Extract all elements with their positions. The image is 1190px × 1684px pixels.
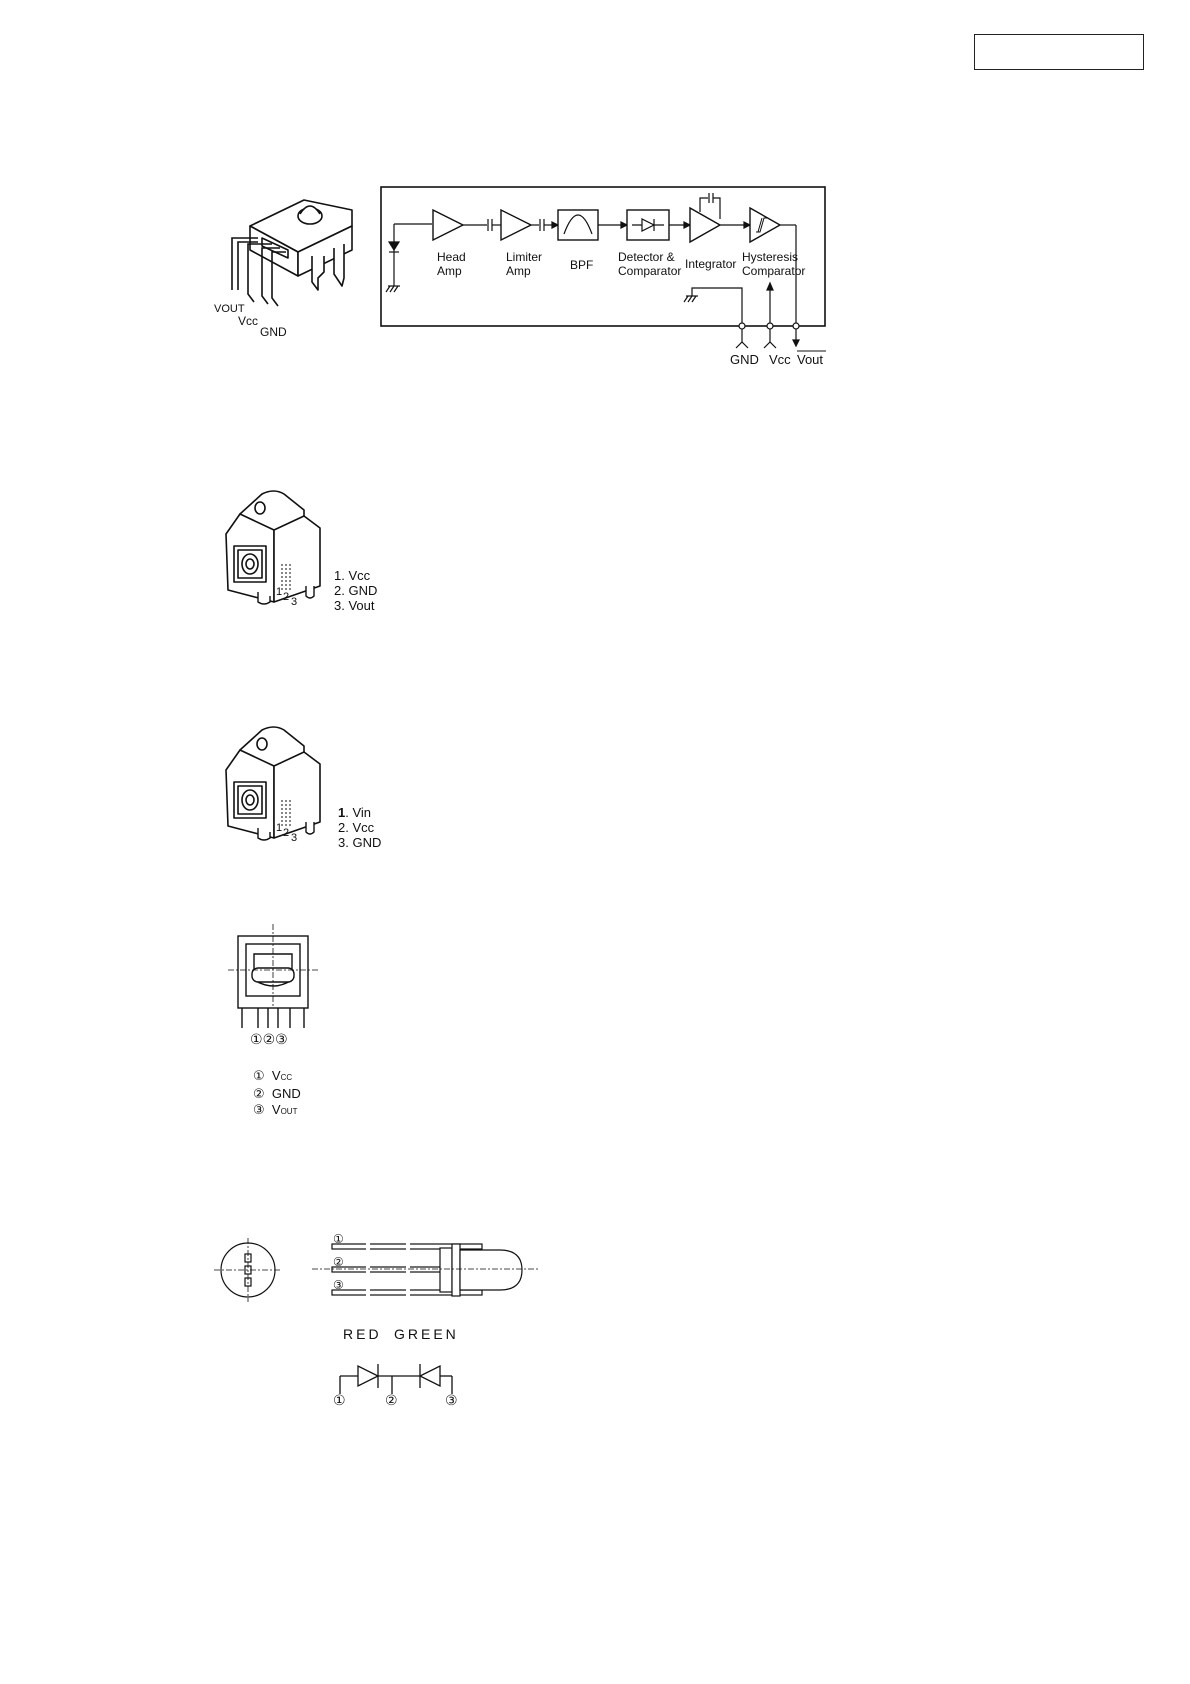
led-side-pin-mark-2: ② [333, 1255, 344, 1269]
connector-pin-mark-2: ② [263, 1031, 276, 1047]
connector-pin-mark-1: ① [250, 1031, 263, 1047]
page-number-box [974, 34, 1144, 70]
integrator-symbol [690, 208, 720, 242]
transmitter-pin-num-b: 2 [283, 827, 289, 839]
connector-pin-vcc: ① VCC [253, 1068, 301, 1086]
green-diode-symbol [420, 1366, 440, 1386]
receiver-pin-1: 1. Vcc [334, 568, 377, 583]
connector-pin-vout: ③ VOUT [253, 1102, 301, 1120]
stage-limiter-amp-label: Limiter [506, 250, 542, 264]
led-schematic-pin-2: ② [385, 1392, 398, 1409]
led-green-label: GREEN [394, 1326, 459, 1342]
module-pin-gnd-label: GND [260, 325, 287, 339]
receiver-pin-num-3: 3 [291, 596, 297, 608]
stage-head-amp-label-2: Amp [437, 264, 462, 278]
head-amp-symbol [433, 210, 463, 240]
transmitter-pin-list: 1. Vin 2. Vcc 3. GND [338, 805, 381, 850]
terminal-vout-label: Vout [797, 352, 823, 367]
stage-integrator-label: Integrator [685, 257, 736, 271]
receiver-pin-num-2: 2 [283, 591, 289, 603]
transmitter-pin-num-c: 3 [291, 832, 297, 844]
led-side-view [312, 1234, 542, 1314]
limiter-amp-symbol [501, 210, 531, 240]
transmitter-pin-2: 2. Vcc [338, 820, 381, 835]
stage-hysteresis-label: Hysteresis [742, 250, 798, 264]
stage-head-amp-label: Head [437, 250, 466, 264]
hysteresis-comparator-symbol [750, 208, 780, 242]
transmitter-pin-num-a: 1 [276, 822, 282, 834]
stage-detector-label-2: Comparator [618, 264, 681, 278]
stage-bpf-label: BPF [570, 258, 593, 272]
connector-pin-gnd: ② GND [253, 1086, 301, 1102]
led-side-pin-mark-3: ③ [333, 1278, 344, 1292]
receiver-pin-3: 3. Vout [334, 598, 377, 613]
block-diagram: Head Amp Limiter Amp BPF Detector & Comp… [380, 186, 840, 386]
connector-pin-marks: ①②③ [250, 1031, 288, 1048]
terminal-gnd-label: GND [730, 352, 759, 367]
terminal-vcc-label: Vcc [769, 352, 791, 367]
red-diode-symbol [358, 1366, 378, 1386]
stage-hysteresis-label-2: Comparator [742, 264, 805, 278]
transmitter-pin-3: 3. GND [338, 835, 381, 850]
led-schematic-pin-3: ③ [445, 1392, 458, 1409]
led-side-pin-mark-1: ① [333, 1232, 344, 1246]
module-pin-vcc-label: Vcc [238, 314, 258, 328]
led-end-view [218, 1240, 288, 1310]
receiver-pin-2: 2. GND [334, 583, 377, 598]
stage-detector-label: Detector & [618, 250, 675, 264]
transmitter-pin-1: 1. Vin [338, 805, 381, 820]
led-red-label: RED [343, 1326, 382, 1342]
connector-pin-mark-3: ③ [275, 1031, 288, 1047]
receiver-pin-list: 1. Vcc 2. GND 3. Vout [334, 568, 377, 613]
led-schematic-pin-1: ① [333, 1392, 346, 1409]
stage-limiter-amp-label-2: Amp [506, 264, 531, 278]
receiver-pin-num-1: 1 [276, 586, 282, 598]
connector-pin-list: ① VCC ② GND ③ VOUT [253, 1068, 301, 1120]
